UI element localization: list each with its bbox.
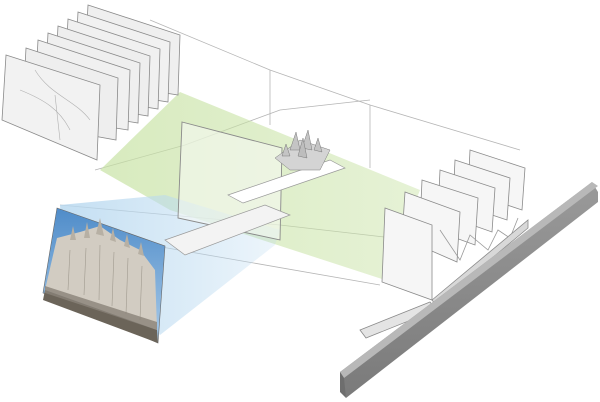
cathedral-photo — [42, 207, 166, 344]
cathedral-model — [274, 129, 331, 171]
grey-wall-slab — [340, 182, 598, 398]
floor-strip — [164, 159, 346, 256]
right-sheet-row — [359, 149, 529, 339]
section-sheet-stack — [1, 4, 181, 161]
